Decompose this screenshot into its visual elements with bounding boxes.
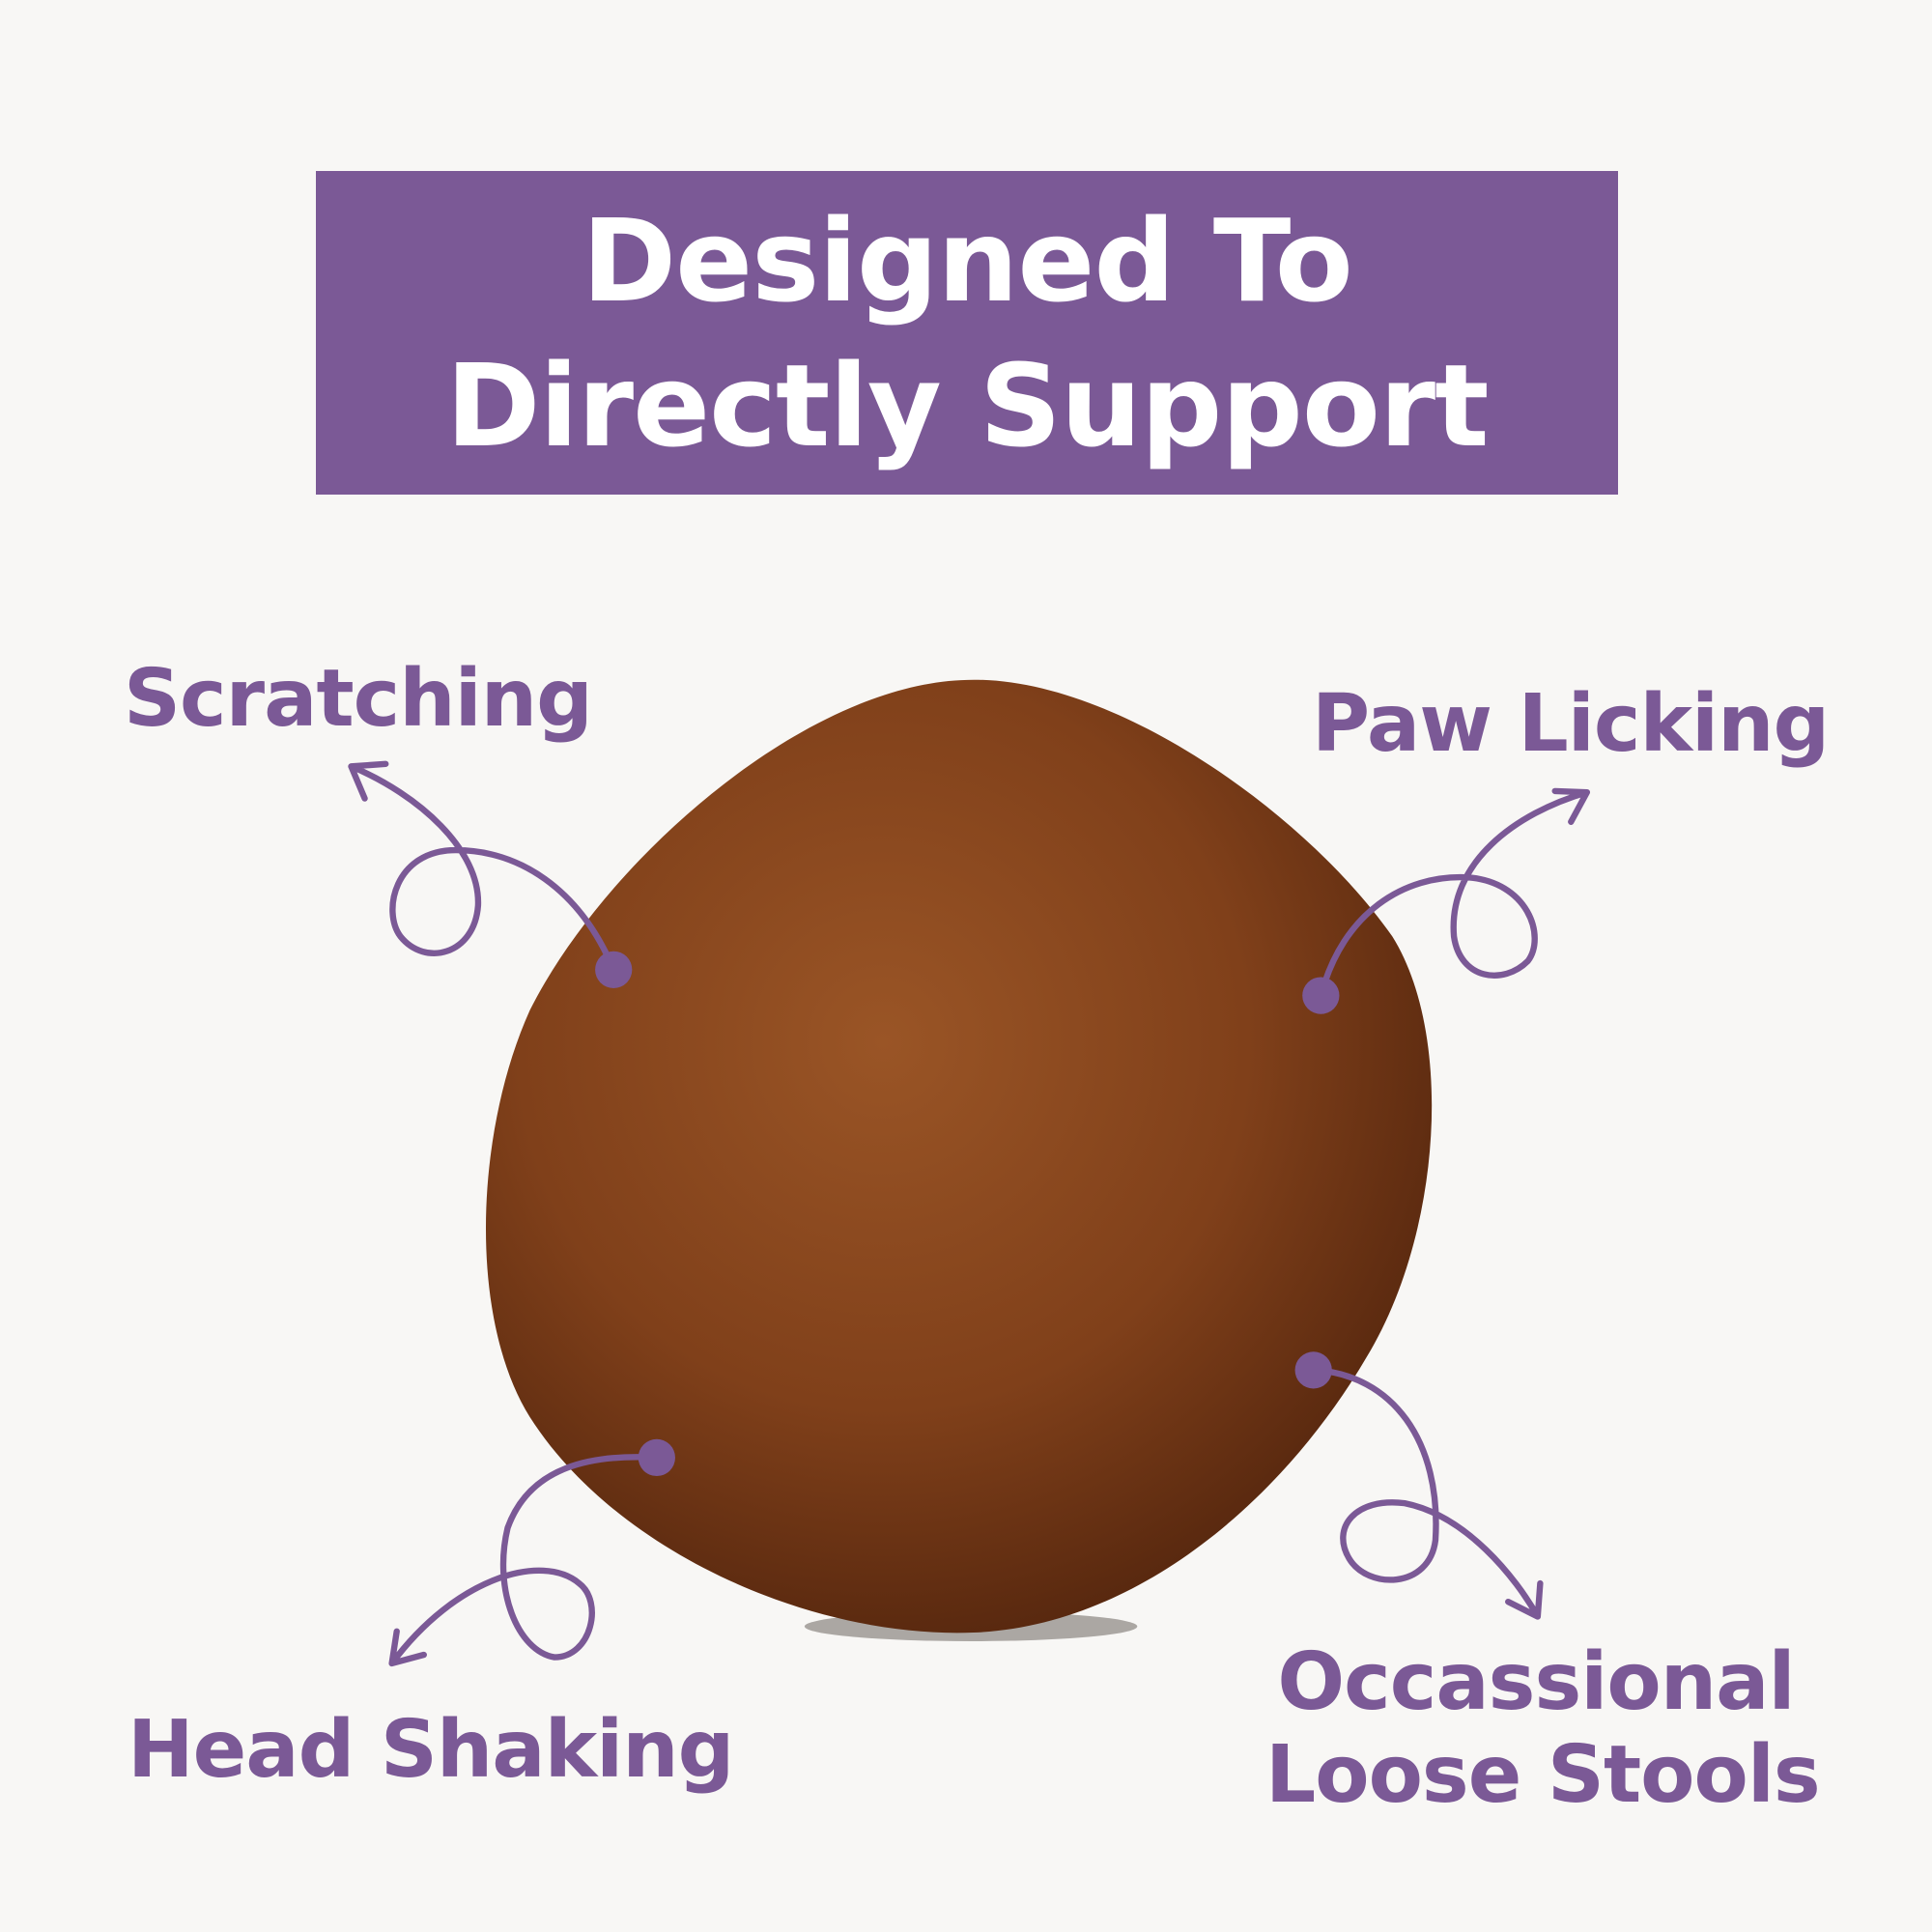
- label-paw-licking: Paw Licking: [1312, 678, 1830, 770]
- label-scratching: Scratching: [124, 653, 593, 745]
- label-head-shaking: Head Shaking: [128, 1704, 734, 1796]
- title-banner: Designed To Directly Support: [316, 171, 1618, 495]
- title-line-2: Directly Support: [445, 338, 1489, 472]
- title-line-1: Designed To: [582, 193, 1353, 327]
- label-stools-line-1: Occassional: [1277, 1636, 1795, 1728]
- head-shaking-dot: [638, 1438, 675, 1477]
- loose-stools-dot: [1294, 1351, 1332, 1389]
- head-shaking-arrow: [388, 1454, 661, 1667]
- scratching-arrow: [348, 760, 617, 974]
- chew-treat-image: [485, 679, 1433, 1634]
- label-stools-line-2: Loose Stools: [1265, 1729, 1821, 1821]
- paw-licking-arrow: [1318, 787, 1591, 999]
- scratching-dot: [595, 951, 633, 988]
- paw-licking-dot: [1302, 977, 1340, 1014]
- label-loose-stools: Occassional Loose Stools: [1265, 1636, 1821, 1822]
- loose-stools-arrow: [1310, 1367, 1544, 1620]
